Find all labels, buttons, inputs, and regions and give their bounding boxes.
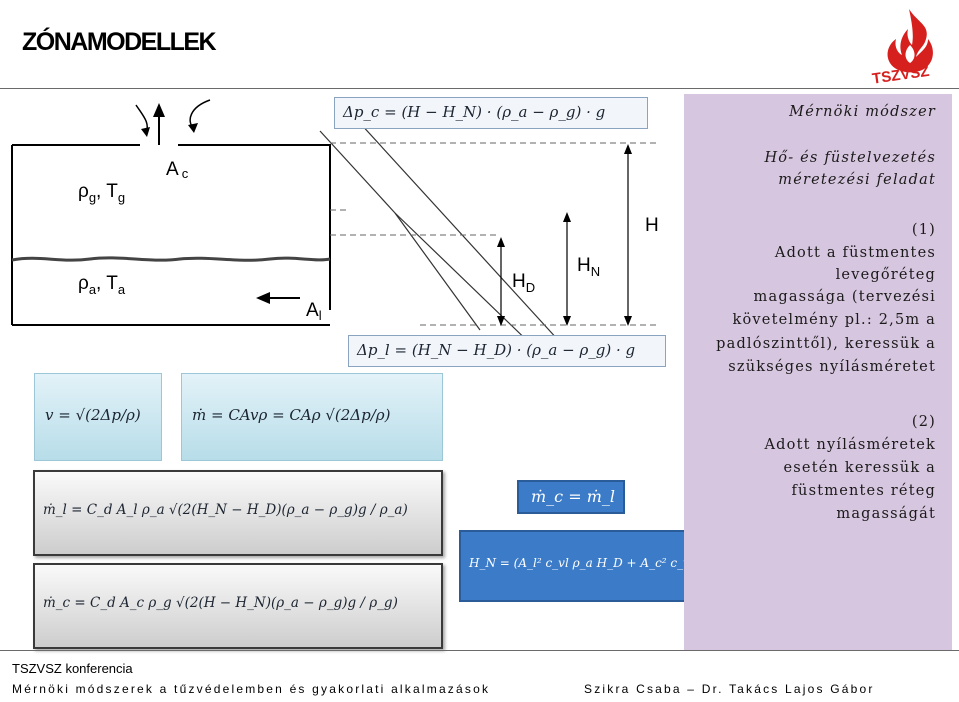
method-panel: Mérnöki módszer Hő- és füstelvezetés mér… <box>684 94 952 650</box>
label-hn: H <box>577 255 591 276</box>
formula-velocity-text: v = √(2Δp/ρ) <box>45 406 141 424</box>
label-rho-a: ρ <box>78 273 89 294</box>
item2-line: magasságát <box>836 506 936 522</box>
formula-dp-c-text: Δp_c = (H − H_N) · (ρ_a − ρ_g) · g <box>343 103 606 121</box>
label-ac: A <box>166 159 179 180</box>
panel-heading: Mérnöki módszer <box>789 104 936 120</box>
item1-line: magassága (tervezési <box>753 289 936 305</box>
panel-subheading-line2: méretezési feladat <box>778 172 936 188</box>
label-l-sub: l <box>319 308 322 323</box>
svg-text:Al: Al <box>306 300 322 323</box>
label-t-a: , T <box>96 273 118 294</box>
label-a-sub: a <box>89 282 97 297</box>
formula-dp-c: Δp_c = (H − H_N) · (ρ_a − ρ_g) · g <box>334 97 648 129</box>
label-n-sub: N <box>591 264 600 279</box>
label-tg-sub: g <box>118 190 125 205</box>
formula-equality-text: ṁ_c = ṁ_l <box>531 487 615 506</box>
item2-line: esetén keressük a <box>783 460 936 476</box>
svg-text:Ac: Ac <box>166 159 189 181</box>
label-d-sub: D <box>526 280 535 295</box>
tszvsz-logo: TSZVSZ <box>866 5 952 89</box>
item1-line: szükséges nyílásméretet <box>728 359 936 375</box>
footer-conference: TSZVSZ konferencia <box>12 661 133 676</box>
item1-number: (1) <box>911 222 936 238</box>
label-hd: H <box>512 271 526 292</box>
formula-dp-l-text: Δp_l = (H_N − H_D) · (ρ_a − ρ_g) · g <box>357 341 636 359</box>
item1-line: követelmény pl.: 2,5m a <box>732 312 936 328</box>
formula-dp-l: Δp_l = (H_N − H_D) · (ρ_a − ρ_g) · g <box>348 335 666 367</box>
footer-divider <box>0 650 959 651</box>
logo-text: TSZVSZ <box>871 63 930 85</box>
item1-line: levegőréteg <box>835 267 936 283</box>
footer-subtitle: Mérnöki módszerek a tűzvédelemben és gya… <box>12 682 491 696</box>
panel-subheading-line1: Hő- és füstelvezetés <box>764 150 936 166</box>
svg-text:HN: HN <box>577 255 600 279</box>
svg-text:ρg, Tg: ρg, Tg <box>78 181 125 205</box>
header-divider <box>0 88 959 89</box>
footer-authors: Szikra Csaba – Dr. Takács Lajos Gábor <box>584 682 875 696</box>
formula-equality: ṁ_c = ṁ_l <box>517 480 625 514</box>
label-h: H <box>645 215 659 236</box>
svg-text:HD: HD <box>512 271 535 295</box>
formula-massflow-l-text: ṁ_l = C_d A_l ρ_a √(2(H_N − H_D)(ρ_a − ρ… <box>43 502 408 518</box>
label-g-sub: g <box>89 190 96 205</box>
label-t-g: , T <box>96 181 118 202</box>
item2-number: (2) <box>911 414 936 430</box>
formula-massflow: ṁ = CAvρ = CAρ √(2Δp/ρ) <box>181 373 443 461</box>
formula-massflow-l: ṁ_l = C_d A_l ρ_a √(2(H_N − H_D)(ρ_a − ρ… <box>33 470 443 556</box>
formula-massflow-c-text: ṁ_c = C_d A_c ρ_g √(2(H − H_N)(ρ_a − ρ_g… <box>43 595 398 611</box>
label-al: A <box>306 300 319 321</box>
formula-velocity: v = √(2Δp/ρ) <box>34 373 162 461</box>
item1-line: padlószinttől), keressük a <box>716 336 936 352</box>
page-title: ZÓNAMODELLEK <box>22 28 217 56</box>
svg-text:ρa, Ta: ρa, Ta <box>78 273 126 297</box>
formula-massflow-c: ṁ_c = C_d A_c ρ_g √(2(H − H_N)(ρ_a − ρ_g… <box>33 563 443 649</box>
item2-line: Adott nyílásméretek <box>764 437 936 453</box>
label-c-sub: c <box>182 166 189 181</box>
label-ta-sub: a <box>118 282 126 297</box>
label-rho-g: ρ <box>78 181 89 202</box>
item1-line: Adott a füstmentes <box>774 245 936 261</box>
item2-line: füstmentes réteg <box>791 483 936 499</box>
formula-massflow-text: ṁ = CAvρ = CAρ √(2Δp/ρ) <box>192 406 391 424</box>
